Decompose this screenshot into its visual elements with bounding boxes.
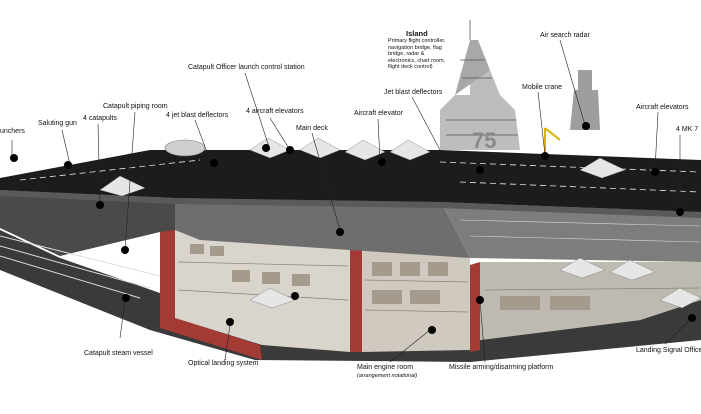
- hull-cut-wall: [160, 228, 262, 360]
- label-4-jet-blast-deflectors: 4 jet blast deflectors: [166, 112, 229, 119]
- label-optical-landing-system: Optical landing system: [188, 360, 259, 367]
- label-4-aircraft-elevators: 4 aircraft elevators: [246, 108, 304, 115]
- label-main-deck: Main deck: [296, 125, 328, 132]
- hull-number: 75: [472, 128, 496, 153]
- aircraft: [99, 175, 146, 197]
- label-aircraft-elevator: Aircraft elevator: [354, 110, 404, 117]
- interior-fwd: [175, 230, 350, 352]
- label-island-title: Island: [406, 29, 428, 38]
- label-island-desc: Primary flight controller, navigation br…: [388, 38, 446, 70]
- label-main-engine-room: Main engine room: [357, 364, 414, 371]
- aircraft: [344, 139, 386, 161]
- label-missile-arming: Missile arming/disarming platform: [449, 364, 554, 371]
- label-jet-blast-deflectors: Jet blast deflectors: [384, 89, 443, 96]
- aircraft: [299, 137, 341, 159]
- aircraft: [559, 257, 606, 279]
- hull-cut-wall-3: [470, 262, 480, 352]
- hull-cut-wall-2: [350, 248, 362, 352]
- label-saluting-gun: Saluting gun: [38, 120, 77, 127]
- label-catapult-officer: Catapult Officer launch control station: [188, 64, 305, 71]
- aircraft: [579, 157, 626, 179]
- island-top: [455, 40, 490, 95]
- label-catapult-piping-room: Catapult piping room: [103, 103, 168, 110]
- air-search-radar-art: [570, 70, 600, 130]
- label-mobile-crane: Mobile crane: [522, 84, 563, 91]
- label-air-search-radar: Air search radar: [540, 32, 590, 39]
- flight-deck-edge: [0, 190, 701, 218]
- label-landing-signal-officer: Landing Signal Officer: [636, 347, 701, 354]
- label-4-catapults: 4 catapults: [83, 115, 117, 122]
- aircraft: [389, 139, 431, 161]
- label-launchers: unchers: [0, 128, 25, 135]
- island: [440, 70, 520, 150]
- label-catapult-steam-vessel: Catapult steam vessel: [84, 350, 153, 357]
- forward-side: [0, 186, 175, 256]
- hangar-deck: [175, 196, 470, 258]
- aircraft: [659, 287, 701, 309]
- label-arrangement-notational: (arrangement notational): [357, 373, 418, 379]
- interior-aft: [480, 262, 701, 340]
- label-aircraft-elevators: Aircraft elevators: [636, 104, 689, 111]
- aircraft: [609, 259, 656, 281]
- catapult-officer-station: [164, 139, 206, 157]
- label-mk7: 4 MK 7: [676, 126, 699, 133]
